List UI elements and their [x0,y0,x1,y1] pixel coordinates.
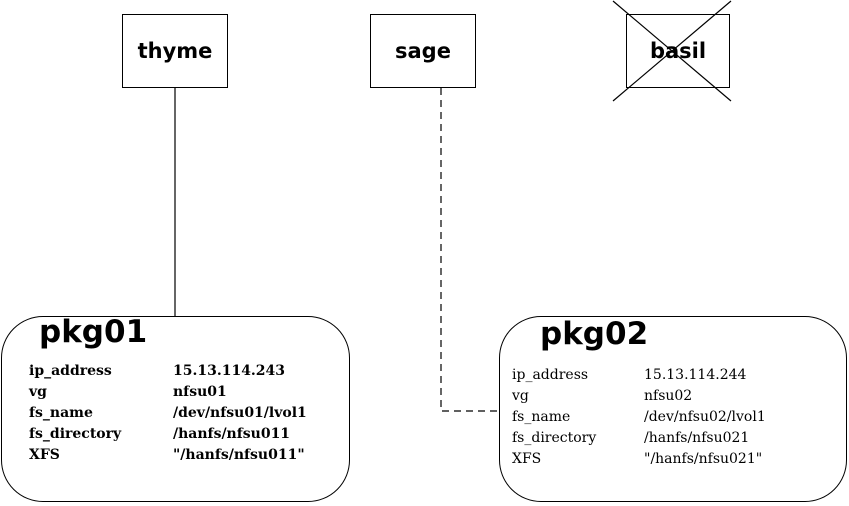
node-sage-label: sage [395,39,451,63]
attribute-row: XFS "/hanfs/nfsu011" [29,445,307,466]
attribute-key: fs_directory [512,430,597,446]
attribute-value: /dev/nfsu01/lvol1 [173,405,307,421]
link-sage-pkg02-dashed [440,88,499,412]
attribute-value: 15.13.114.243 [173,363,286,379]
attribute-key: fs_directory [29,426,122,442]
attribute-key: fs_name [512,409,571,425]
attribute-key: ip_address [512,367,589,383]
attribute-value: "/hanfs/nfsu011" [173,447,305,463]
attribute-row: fs_directory/hanfs/nfsu021 [512,428,766,449]
attribute-row: vg nfsu01 [29,382,307,403]
node-thyme: thyme [122,14,228,88]
package-pkg01: pkg01 ip_address 15.13.114.243 vg nfsu01 f… [1,316,350,502]
package-pkg02: pkg02 ip_address 15.13.114.244 vg nfsu02 f… [499,316,847,502]
node-sage: sage [370,14,476,88]
attribute-value: "/hanfs/nfsu021" [644,451,763,467]
node-basil-label: basil [649,39,707,63]
package-title: pkg02 [540,316,649,352]
attribute-row: vg nfsu02 [512,386,766,407]
attribute-value: nfsu02 [644,388,693,404]
attribute-key: vg [29,384,47,400]
attribute-value: /hanfs/nfsu021 [644,430,750,446]
attribute-value: /hanfs/nfsu011 [173,426,291,442]
package-title: pkg01 [39,314,148,350]
attribute-row: XFS "/hanfs/nfsu021" [512,449,766,470]
attribute-value: 15.13.114.244 [644,367,747,383]
attribute-key: XFS [29,447,60,463]
attribute-key: vg [512,388,529,404]
attribute-row: fs_directory/hanfs/nfsu011 [29,424,307,445]
attribute-row: fs_name/dev/nfsu02/lvol1 [512,407,766,428]
attribute-key: XFS [512,451,542,467]
attribute-row: ip_address 15.13.114.244 [512,365,766,386]
attribute-key: ip_address [29,363,112,379]
attribute-value: /dev/nfsu02/lvol1 [644,409,766,425]
attribute-value: nfsu01 [173,384,227,400]
package-attributes: ip_address 15.13.114.243 vg nfsu01 fs_name… [29,361,307,466]
attribute-key: fs_name [29,405,93,421]
node-basil-failed: basil [612,0,732,102]
attribute-row: fs_name/dev/nfsu01/lvol1 [29,403,307,424]
node-thyme-label: thyme [137,39,213,63]
package-attributes: ip_address 15.13.114.244 vg nfsu02 fs_name… [512,365,766,470]
attribute-row: ip_address 15.13.114.243 [29,361,307,382]
failed-cross-icon [612,0,732,102]
